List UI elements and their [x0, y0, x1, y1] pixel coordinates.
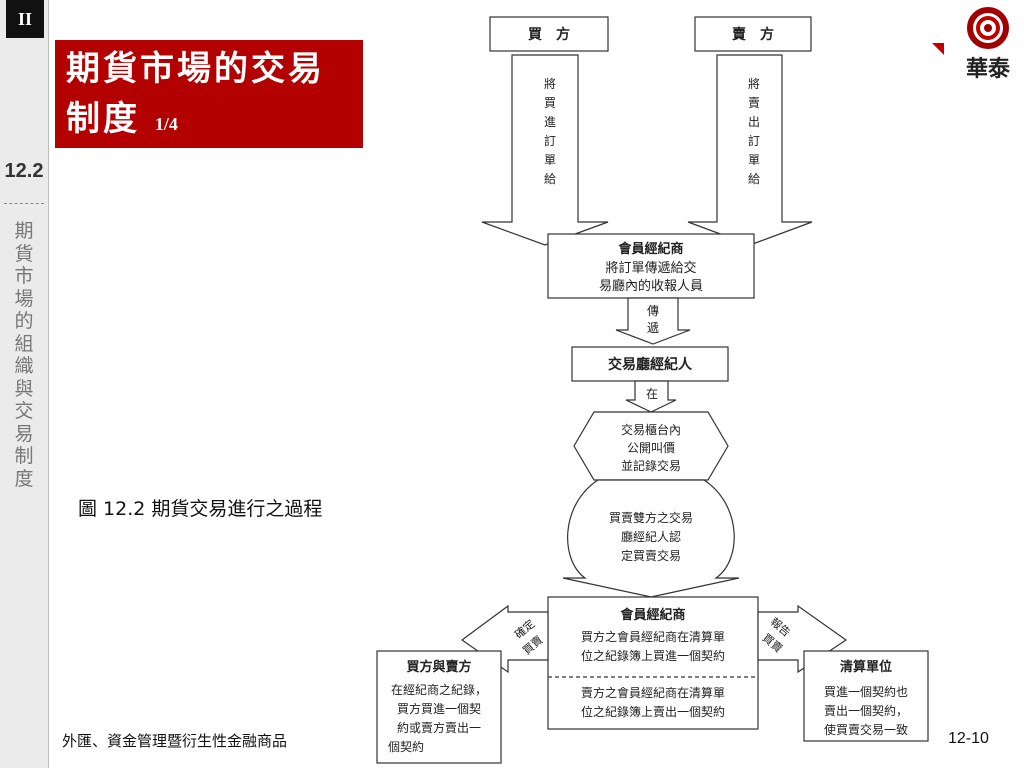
buyer-order-arrow-label-char: 給	[544, 172, 556, 186]
transmit-arrow-label-char: 遞	[647, 320, 659, 335]
slide-title-page: 1/4	[154, 114, 178, 134]
chapter-tab: II	[6, 0, 44, 38]
buyer-order-arrow-label-char: 買	[544, 96, 556, 110]
seller-order-arrow-label-char: 將	[748, 76, 760, 91]
slide-title: 期貨市場的交易制度 1/4	[66, 44, 356, 149]
sidebar	[0, 0, 48, 768]
confirm-trade-arrow	[562, 479, 740, 598]
buyer-box	[489, 16, 609, 52]
clearing-title: 清算單位	[840, 659, 892, 675]
member-broker-2-sell2: 位之紀錄簿上賣出一個契約	[581, 704, 725, 719]
member-broker-1-line2: 易廳內的收報人員	[599, 278, 703, 294]
sidebar-divider	[48, 0, 49, 768]
transmit-arrow	[615, 297, 691, 345]
pit-line2: 公開叫價	[627, 441, 675, 455]
buyer-order-arrow-label-char: 單	[544, 153, 556, 167]
parties-line2: 買方買進一個契	[397, 701, 481, 716]
clearing-line3: 使買賣交易一致	[824, 722, 908, 737]
seller-order-arrow-label-char: 賣	[748, 95, 760, 110]
footer-page-number: 12-10	[948, 730, 989, 747]
section-number: 12.2	[4, 160, 44, 182]
member-broker-box-2	[547, 596, 759, 730]
confirm-line3: 定買賣交易	[621, 548, 681, 563]
member-broker-box-1	[547, 233, 755, 299]
floor-broker-label: 交易廳經紀人	[608, 356, 693, 373]
member-broker-1-title: 會員經紀商	[618, 241, 683, 257]
parties-title: 買方與賣方	[406, 659, 471, 675]
section-title-vertical: 期貨市場的組織與交易制度	[14, 220, 34, 490]
clearing-house-box	[803, 650, 929, 742]
swirl-logo-icon: 華泰	[966, 7, 1011, 82]
seller-order-arrow-label-char: 出	[748, 115, 760, 129]
member-broker-1-line1: 將訂單傳遞給交	[605, 260, 696, 276]
publisher-logo: 華泰	[958, 4, 1018, 84]
title-band	[55, 40, 363, 148]
at-label: 在	[646, 387, 658, 401]
member-broker-2-title: 會員經紀商	[620, 607, 685, 623]
seller-order-arrow-label-char: 給	[748, 172, 760, 186]
buyers-sellers-box	[376, 650, 502, 764]
seller-order-arrow-label-char: 單	[748, 153, 760, 167]
footer-book-title: 外匯、資金管理暨衍生性金融商品	[62, 732, 288, 750]
pit-line1: 交易櫃台內	[621, 422, 681, 437]
figure-caption: 圖 12.2 期貨交易進行之過程	[78, 498, 323, 520]
parties-line4: 個契約	[388, 739, 424, 754]
trading-pit-hexagon	[573, 411, 729, 481]
confirm-line1: 買賣雙方之交易	[609, 510, 693, 525]
buyer-order-arrow-label-char: 訂	[544, 133, 556, 148]
clearing-line2: 賣出一個契約，	[824, 703, 908, 718]
parties-line3: 約或賣方賣出一	[397, 720, 481, 735]
floor-broker-box	[571, 346, 729, 382]
seller-order-arrow	[687, 54, 813, 246]
member-broker-2-buy1: 買方之會員經紀商在清算單	[581, 629, 725, 644]
logo-triangle-icon	[932, 43, 944, 55]
transmit-arrow-label-char: 傳	[647, 304, 659, 318]
confirm-line2: 廳經紀人認	[621, 529, 681, 544]
seller-box	[694, 16, 812, 52]
at-arrow	[625, 380, 677, 413]
seller-order-arrow-label-char: 訂	[748, 133, 760, 148]
buyer-label: 買 方	[528, 26, 570, 43]
buyer-order-arrow-label-char: 將	[544, 76, 556, 91]
transmit-arrow-label: 傳遞	[647, 304, 659, 335]
logo-text: 華泰	[966, 56, 1011, 82]
parties-line1: 在經紀商之紀錄，	[391, 682, 487, 697]
section-divider	[4, 203, 44, 204]
clearing-line1: 買進一個契約也	[824, 684, 908, 699]
pit-line3: 並記錄交易	[621, 458, 681, 473]
member-broker-2-buy2: 位之紀錄簿上買進一個契約	[581, 648, 725, 663]
member-broker-2-sell1: 賣方之會員經紀商在清算單	[581, 685, 725, 700]
slide-title-text: 期貨市場的交易制度	[66, 49, 325, 139]
buyer-order-arrow-label-char: 進	[544, 115, 556, 129]
seller-label: 賣 方	[731, 26, 774, 43]
